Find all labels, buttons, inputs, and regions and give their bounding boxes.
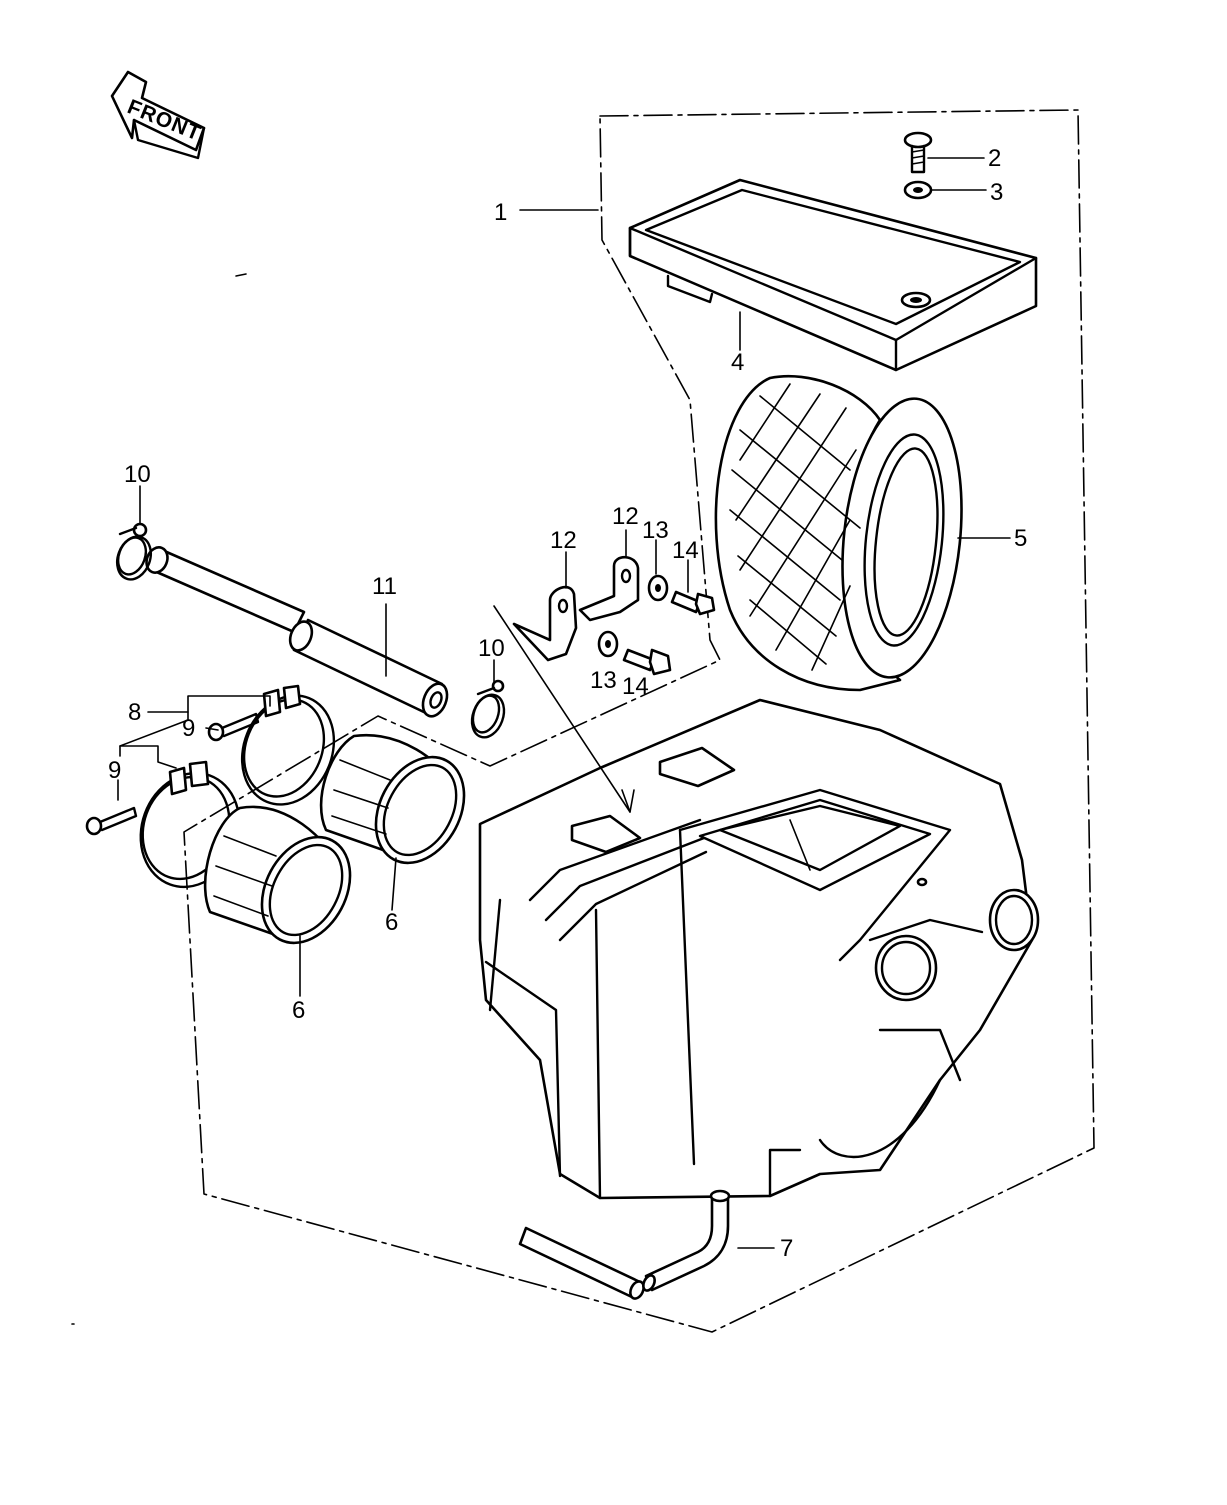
callout-5: 5 — [1014, 525, 1027, 552]
part-14-bolt-lower-icon — [622, 648, 672, 676]
assembly-boundary-outline — [183, 109, 1095, 1333]
callout-13-upper: 13 — [642, 517, 669, 544]
callout-1: 1 — [494, 199, 507, 226]
callout-6-upper: 6 — [385, 909, 398, 936]
callout-13-lower: 13 — [590, 667, 617, 694]
air-cleaner-housing — [478, 698, 1040, 1200]
callout-11: 11 — [372, 573, 397, 600]
part-11-breather-hose — [145, 546, 449, 718]
part-7-drain-hose — [518, 1189, 731, 1300]
callout-9-lower: 9 — [108, 757, 121, 784]
part-5-filter-element — [714, 374, 963, 692]
front-label: FRONT — [124, 95, 204, 145]
front-direction-arrow-icon: FRONT — [110, 70, 206, 160]
part-10-hose-clamp-right-icon — [470, 679, 506, 739]
part-13-washer-lower-icon — [597, 630, 619, 658]
leader-lines — [117, 157, 1011, 1249]
part-13-washer-upper-icon — [647, 574, 669, 602]
callout-4: 4 — [731, 349, 744, 376]
callout-7: 7 — [780, 1235, 793, 1262]
part-12-bracket-icon — [512, 555, 640, 662]
part-6-intake-duct-lower — [203, 805, 352, 945]
part-9-screw-upper-icon — [207, 712, 260, 742]
callout-10-left: 10 — [124, 461, 151, 488]
callout-2: 2 — [988, 145, 1001, 172]
callout-6-lower: 6 — [292, 997, 305, 1024]
callout-10-right: 10 — [478, 635, 505, 662]
part-4-cover — [628, 178, 1038, 372]
callout-14-lower: 14 — [622, 673, 649, 700]
callout-12-left: 12 — [550, 527, 577, 554]
part-3-washer-icon — [903, 180, 933, 200]
callout-14-upper: 14 — [672, 537, 699, 564]
part-6-intake-duct-upper — [319, 733, 466, 865]
part-14-bolt-upper-icon — [670, 590, 716, 616]
callout-numbers: 1 2 3 4 5 6 6 7 8 9 9 10 10 11 12 12 13 … — [108, 145, 1027, 1262]
part-2-screw-icon — [903, 131, 933, 174]
callout-9-upper: 9 — [182, 715, 195, 742]
callout-8: 8 — [128, 699, 141, 726]
scan-speck — [235, 273, 247, 277]
callout-3: 3 — [990, 179, 1003, 206]
part-10-hose-clamp-left-icon — [115, 522, 153, 581]
part-9-screw-lower-icon — [85, 806, 138, 836]
callout-12-right: 12 — [612, 503, 639, 530]
